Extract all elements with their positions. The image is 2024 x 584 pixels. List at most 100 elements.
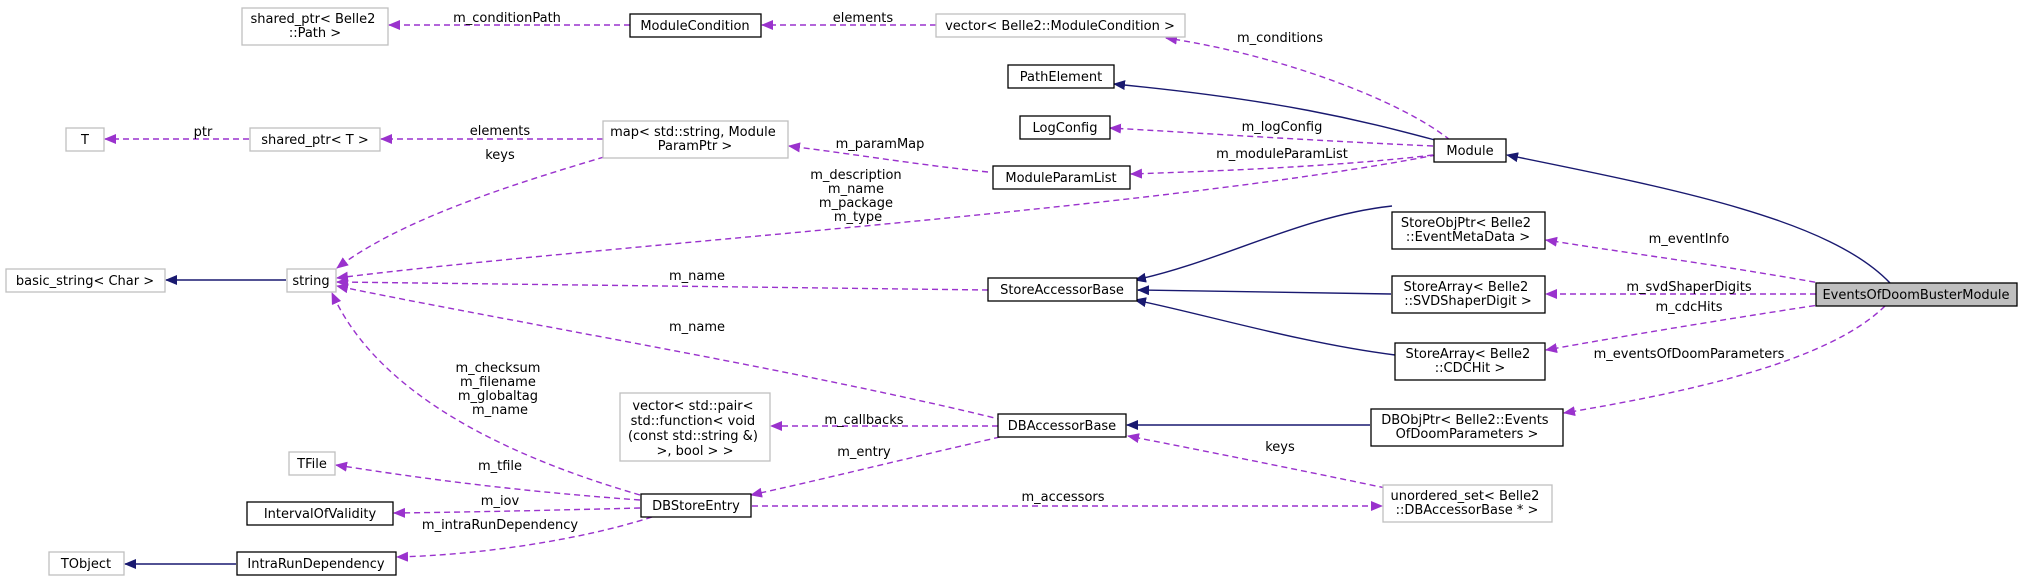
edge-label-m-callbacks: m_callbacks xyxy=(824,413,903,428)
svg-text:basic_string< Char >: basic_string< Char > xyxy=(16,274,154,289)
svg-text:StoreArray< Belle2 ::S: StoreArray< Belle2 ::SVDShaperDigit > xyxy=(1404,280,1533,309)
node-string[interactable]: string xyxy=(286,268,337,293)
edge-label-elements-map: elements xyxy=(470,124,531,139)
svg-text:PathElement: PathElement xyxy=(1020,70,1102,85)
node-shared-ptr-t[interactable]: shared_ptr< T > xyxy=(249,127,381,152)
node-store-array-svd[interactable]: StoreArray< Belle2 ::SVDShaperDigit > xyxy=(1391,275,1546,314)
svg-text:TFile: TFile xyxy=(296,457,327,472)
edge-event-info xyxy=(1545,236,1826,285)
edge-label-m-event-info: m_eventInfo xyxy=(1649,232,1730,247)
edge-module-conditions xyxy=(1165,34,1451,141)
edge-label-m-cdc-hits: m_cdcHits xyxy=(1656,300,1723,315)
node-store-accessor-base[interactable]: StoreAccessorBase xyxy=(987,277,1138,302)
node-log-config[interactable]: LogConfig xyxy=(1019,115,1111,140)
edge-label-m-condition-path: m_conditionPath xyxy=(453,11,561,26)
edges xyxy=(104,20,1891,569)
node-store-array-cdc[interactable]: StoreArray< Belle2 ::CDCHit > xyxy=(1394,342,1546,381)
svg-text:StoreAccessorBase: StoreAccessorBase xyxy=(1000,283,1124,298)
nodes: EventsOfDoomBusterModule Module PathElem… xyxy=(5,7,2018,576)
node-store-obj-ptr[interactable]: StoreObjPtr< Belle2 ::EventMetaData > xyxy=(1391,211,1546,250)
node-vector-pair-function[interactable]: vector< std::pair< std::function< void (… xyxy=(619,392,771,462)
edge-events-of-doom-parameters xyxy=(1563,305,1886,417)
node-shared-ptr-path[interactable]: shared_ptr< Belle2 ::Path > xyxy=(241,7,389,46)
edge-label-keys-set: keys xyxy=(1265,440,1295,455)
edge-label-m-name-db: m_name xyxy=(669,320,725,335)
svg-text:StoreObjPtr< Belle2 ::: StoreObjPtr< Belle2 ::EventMetaData > xyxy=(1401,216,1535,245)
edge-label-m-events-of-doom-parameters: m_eventsOfDoomParameters xyxy=(1594,347,1785,362)
node-module-param-list[interactable]: ModuleParamList xyxy=(992,165,1131,190)
svg-text:vector< Belle2::ModuleConditio: vector< Belle2::ModuleCondition > xyxy=(945,19,1175,34)
node-tobject[interactable]: TObject xyxy=(48,551,125,576)
edge-label-m-conditions: m_conditions xyxy=(1237,31,1323,46)
edge-module-inherits-path-element xyxy=(1113,80,1436,141)
edge-label-elements-conditions: elements xyxy=(833,11,894,26)
svg-text:DBStoreEntry: DBStoreEntry xyxy=(652,499,740,514)
edge-param-list-param-map xyxy=(788,142,989,173)
svg-text:Module: Module xyxy=(1446,144,1493,159)
svg-text:vector< std::pair< std: vector< std::pair< std::function< void (… xyxy=(628,399,762,459)
edge-label-module-strings: m_description m_name m_package m_type xyxy=(810,168,906,225)
svg-text:DBAccessorBase: DBAccessorBase xyxy=(1008,419,1116,434)
node-tfile[interactable]: TFile xyxy=(288,451,336,476)
edge-db-store-entry-iov xyxy=(393,507,641,518)
node-map-string-param[interactable]: map< std::string, Module ParamPtr > xyxy=(602,120,789,159)
svg-text:string: string xyxy=(292,274,329,289)
edge-label-m-accessors: m_accessors xyxy=(1021,490,1104,505)
edge-label-m-log-config: m_logConfig xyxy=(1242,120,1323,135)
edge-db-store-entry-tfile xyxy=(335,461,641,501)
edge-map-keys xyxy=(336,156,605,269)
node-intra-run-dependency[interactable]: IntraRunDependency xyxy=(236,551,397,576)
node-db-obj-ptr[interactable]: DBObjPtr< Belle2::Events OfDoomParameter… xyxy=(1370,408,1564,447)
edge-label-m-intra-run-dependency: m_intraRunDependency xyxy=(422,518,578,533)
edge-label-m-param-map: m_paramMap xyxy=(836,137,925,152)
edge-cdc-inherits-store-accessor xyxy=(1134,297,1396,356)
svg-text:unordered_set< Belle2: unordered_set< Belle2 ::DBAccessorBase *… xyxy=(1390,489,1543,518)
edge-store-accessor-name xyxy=(336,277,989,291)
svg-text:IntraRunDependency: IntraRunDependency xyxy=(247,557,385,572)
svg-text:TObject: TObject xyxy=(60,557,111,572)
edge-obj-ptr-inherits-store-accessor xyxy=(1134,205,1393,283)
node-path-element[interactable]: PathElement xyxy=(1007,64,1115,89)
edge-unordered-set-keys xyxy=(1127,433,1396,491)
node-interval-of-validity[interactable]: IntervalOfValidity xyxy=(246,501,394,526)
svg-text:shared_ptr< Belle2 ::P: shared_ptr< Belle2 ::Path > xyxy=(250,12,379,41)
svg-text:IntervalOfValidity: IntervalOfValidity xyxy=(264,507,377,522)
svg-text:EventsOfDoomBusterModule: EventsOfDoomBusterModule xyxy=(1822,288,2009,303)
svg-text:ModuleParamList: ModuleParamList xyxy=(1005,171,1116,186)
edge-svd-inherits-store-accessor xyxy=(1137,285,1392,296)
svg-text:shared_ptr< T >: shared_ptr< T > xyxy=(261,133,368,148)
edge-db-store-entry-strings xyxy=(331,292,641,496)
node-basic-string[interactable]: basic_string< Char > xyxy=(5,268,166,293)
node-t[interactable]: T xyxy=(65,127,105,152)
node-module-condition[interactable]: ModuleCondition xyxy=(629,13,762,38)
svg-text:StoreArray< Belle2 ::C: StoreArray< Belle2 ::CDCHit > xyxy=(1406,347,1535,376)
node-module[interactable]: Module xyxy=(1433,138,1507,163)
edge-label-m-svd-shaper-digits: m_svdShaperDigits xyxy=(1626,280,1752,295)
edge-label-m-tfile: m_tfile xyxy=(478,459,522,474)
edge-buster-inherits-module xyxy=(1506,152,1891,284)
node-vector-module-condition[interactable]: vector< Belle2::ModuleCondition > xyxy=(935,13,1186,38)
svg-text:map< std::string, Module: map< std::string, Module ParamPtr > xyxy=(610,125,780,154)
node-unordered-set[interactable]: unordered_set< Belle2 ::DBAccessorBase *… xyxy=(1382,484,1553,523)
edge-db-store-entry-intra-run xyxy=(396,516,653,562)
edge-label-m-module-param-list: m_moduleParamList xyxy=(1216,147,1348,162)
node-db-store-entry[interactable]: DBStoreEntry xyxy=(640,493,752,518)
node-events-of-doom-buster-module[interactable]: EventsOfDoomBusterModule xyxy=(1815,282,2018,307)
edge-label-m-iov: m_iov xyxy=(481,494,520,509)
edge-module-param-list xyxy=(1130,154,1434,179)
svg-text:T: T xyxy=(80,133,89,148)
edge-label-keys-map: keys xyxy=(485,148,515,163)
svg-text:DBObjPtr< Belle2::Events: DBObjPtr< Belle2::Events OfDoomParameter… xyxy=(1381,413,1552,442)
svg-text:ModuleCondition: ModuleCondition xyxy=(640,19,749,34)
edge-label-ptr: ptr xyxy=(194,125,213,140)
edge-label-db-store-strings: m_checksum m_filename m_globaltag m_name xyxy=(455,361,544,418)
edge-db-accessor-name xyxy=(336,283,1004,421)
svg-text:LogConfig: LogConfig xyxy=(1033,121,1098,136)
edge-label-m-entry: m_entry xyxy=(837,445,891,460)
edge-label-m-name-store: m_name xyxy=(669,269,725,284)
edge-module-log-config xyxy=(1109,123,1434,147)
node-db-accessor-base[interactable]: DBAccessorBase xyxy=(997,413,1127,438)
edge-labels: m_conditionPath elements m_conditions pt… xyxy=(194,11,1785,533)
edge-module-strings xyxy=(336,154,1437,282)
